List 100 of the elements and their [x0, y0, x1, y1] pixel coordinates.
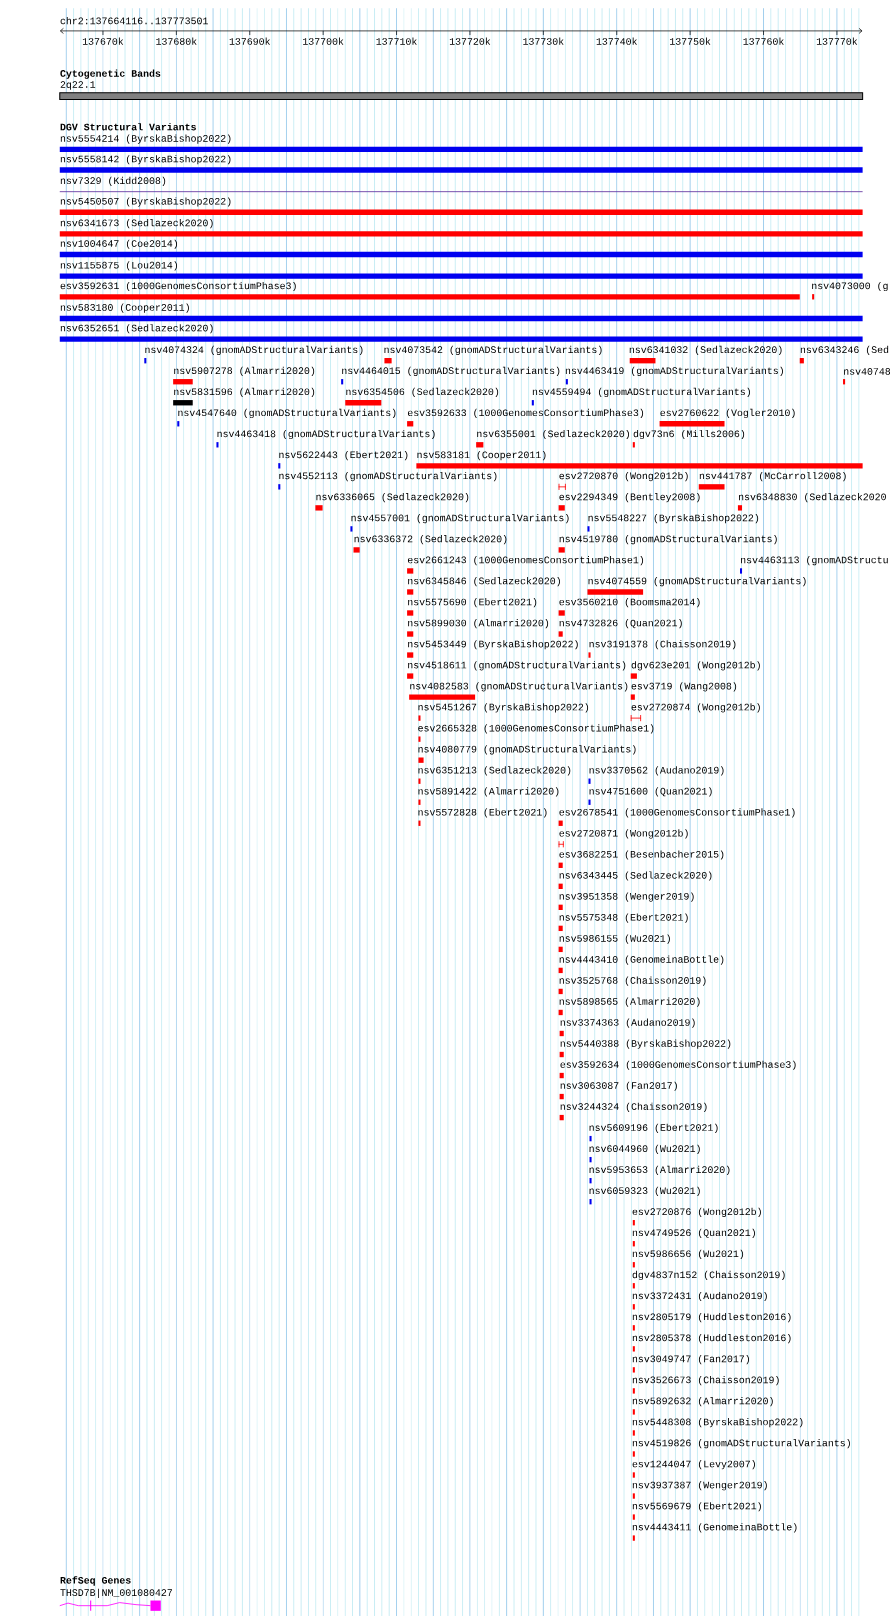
track-title: DGV Structural Variants — [60, 123, 196, 131]
variant-label: nsv5440388 (ByrskaBishop2022) — [560, 1039, 731, 1049]
variant-label: esv2665328 (1000GenomesConsortiumPhase1) — [418, 724, 654, 734]
variant-label: nsv4082583 (gnomADStructuralVariants) — [410, 682, 628, 692]
variant-label: nsv6336065 (Sedlazeck2020) — [316, 492, 469, 503]
variant-label: nsv6343445 (Sedlazeck2020) — [559, 871, 712, 881]
variant-label: nsv3525768 (Chaisson2019) — [559, 976, 706, 986]
variant-label: nsv3372431 (Audano2019) — [632, 1291, 767, 1302]
variant-label: nsv5898565 (Almarri2020) — [559, 997, 700, 1007]
variant-label: nsv4751600 (Quan2021) — [589, 787, 712, 797]
variant-label: nsv3951358 (Wenger2019) — [559, 892, 694, 902]
variant-label: nsv2805179 (Huddleston2016) — [632, 1312, 791, 1323]
track-title: Cytogenetic Bands — [60, 69, 161, 79]
variant-label: nsv5448308 (ByrskaBishop2022) — [632, 1418, 803, 1428]
variant-label: nsv4074324 (gnomADStructuralVariants) — [145, 345, 363, 355]
variant-label: nsv4519780 (gnomADStructuralVariants) — [559, 535, 777, 545]
variant-label: nsv3244324 (Chaisson2019) — [560, 1102, 707, 1112]
variant-label: nsv6348830 (Sedlazeck2020 — [738, 492, 886, 503]
variant-label: nsv583181 (Cooper2011) — [417, 450, 546, 461]
variant-label: esv1244047 (Levy2007) — [632, 1460, 755, 1470]
variant-label: nsv4552113 (gnomADStructuralVariants) — [279, 471, 497, 482]
variant-label: esv2294349 (Bentley2008) — [559, 492, 700, 503]
variant-label: nsv1004647 (Coe2014) — [60, 239, 177, 249]
tick-label: 137750k — [669, 37, 711, 45]
variant-label: nsv5554214 (ByrskaBishop2022) — [60, 134, 231, 144]
variant-label: esv2720876 (Wong2012b) — [632, 1207, 761, 1217]
variant-label: nsv5986155 (Wu2021) — [559, 934, 670, 944]
variant-label: nsv5558142 (ByrskaBishop2022) — [60, 155, 231, 165]
variant-label: nsv3937387 (Wenger2019) — [632, 1481, 767, 1491]
variant-label: nsv4559494 (gnomADStructuralVariants) — [532, 387, 750, 398]
variant-label: nsv3049747 (Fan2017) — [632, 1354, 749, 1365]
position-label: chr2:137664116..137773501 — [60, 16, 208, 25]
variant-label: nsv5548227 (ByrskaBishop2022) — [588, 514, 758, 524]
variant-label: nsv4464015 (gnomADStructuralVariants) — [342, 366, 560, 377]
variant-label: nsv3370562 (Audano2019) — [589, 766, 724, 776]
track-title: RefSeq Genes — [60, 1576, 131, 1586]
variant-label: nsv5450507 (ByrskaBishop2022) — [60, 197, 231, 207]
variant-label: nsv3526673 (Chaisson2019) — [632, 1376, 779, 1386]
variant-label: dgv623e201 (Wong2012b) — [631, 661, 760, 671]
variant-label: nsv441787 (McCarroll2008) — [699, 471, 846, 482]
variant-label: nsv4074559 (gnomADStructuralVariants) — [588, 577, 806, 587]
variant-label: esv3719 (Wang2008) — [631, 682, 736, 692]
variant-label: nsv5907278 (Almarri2020) — [174, 366, 314, 377]
variant-label: nsv4080779 (gnomADStructuralVariants) — [418, 745, 636, 755]
variant-label: nsv6341673 (Sedlazeck2020) — [60, 219, 213, 229]
variant-label: nsv4463419 (gnomADStructuralVariants) — [565, 366, 783, 377]
variant-label: nsv6336372 (Sedlazeck2020) — [354, 535, 507, 545]
variant-label: nsv6341032 (Sedlazeck2020) — [629, 345, 782, 355]
variant-label: esv2760622 (Vogler2010) — [660, 408, 795, 419]
tick-label: 137770k — [816, 37, 857, 45]
tick-label: 137670k — [82, 37, 123, 45]
gene-label: THSD7B|NM_001080427 — [60, 1588, 172, 1598]
variant-label: nsv5575690 (Ebert2021) — [407, 598, 536, 608]
tick-label: 137690k — [229, 37, 270, 45]
tick-label: 137680k — [156, 37, 197, 45]
variant-label: nsv4749526 (Quan2021) — [632, 1228, 755, 1239]
variant-label: esv2720871 (Wong2012b) — [559, 829, 688, 839]
variant-label: esv3592631 (1000GenomesConsortiumPhase3) — [60, 281, 296, 292]
variant-label: nsv5609196 (Ebert2021) — [589, 1123, 718, 1133]
variant-label: nsv5899030 (Almarri2020) — [407, 619, 548, 629]
variant-label: nsv4519826 (gnomADStructuralVariants) — [632, 1439, 850, 1449]
variant-label: nsv5986656 (Wu2021) — [632, 1249, 743, 1260]
variant-label: nsv4073000 (g — [811, 281, 888, 292]
variant-label: nsv4463418 (gnomADStructuralVariants) — [217, 429, 435, 440]
variant-label: nsv6352651 (Sedlazeck2020) — [60, 324, 213, 334]
variant-label: nsv5451267 (ByrskaBishop2022) — [418, 703, 588, 713]
variant-label: nsv4443411 (GenomeinaBottle) — [632, 1523, 797, 1533]
tick-label: 137700k — [302, 37, 344, 45]
tick-label: 137760k — [743, 37, 784, 45]
variant-label: esv3592633 (1000GenomesConsortiumPhase3) — [407, 408, 643, 419]
variant-label: nsv6059323 (Wu2021) — [589, 1186, 700, 1196]
variant-label: dgv4837n152 (Chaisson2019) — [632, 1270, 785, 1281]
variant-label: nsv3374363 (Audano2019) — [560, 1018, 695, 1028]
tick-label: 137710k — [376, 37, 417, 45]
variant-label: nsv6343246 (Sed — [800, 345, 888, 355]
variant-label: nsv3191378 (Chaisson2019) — [589, 640, 736, 650]
variant-label: nsv2805378 (Huddleston2016) — [632, 1333, 791, 1344]
variant-label: nsv5622443 (Ebert2021) — [279, 450, 408, 461]
variant-label: nsv4443410 (GenomeinaBottle) — [559, 955, 724, 965]
tick-label: 137720k — [449, 37, 490, 45]
variant-label: nsv4073542 (gnomADStructuralVariants) — [384, 345, 602, 355]
variant-label: nsv4547640 (gnomADStructuralVariants) — [178, 408, 396, 419]
variant-label: nsv5831596 (Almarri2020) — [174, 387, 314, 398]
variant-label: nsv5453449 (ByrskaBishop2022) — [407, 640, 578, 650]
variant-label: esv2661243 (1000GenomesConsortiumPhase1) — [407, 556, 643, 566]
variant-label: nsv5892632 (Almarri2020) — [632, 1397, 773, 1407]
variant-label: nsv5891422 (Almarri2020) — [418, 787, 559, 797]
variant-label: nsv5953653 (Almarri2020) — [589, 1165, 730, 1175]
variant-label: nsv583180 (Cooper2011) — [60, 303, 189, 313]
variant-label: nsv4557001 (gnomADStructuralVariants) — [351, 514, 569, 524]
variant-label: nsv6355001 (Sedlazeck2020) — [477, 429, 629, 440]
variant-label: nsv6044960 (Wu2021) — [589, 1144, 700, 1154]
variant-label: nsv40748 — [843, 368, 890, 375]
variant-label: esv2720870 (Wong2012b) — [559, 471, 688, 482]
variant-label: esv3592634 (1000GenomesConsortiumPhase3) — [560, 1060, 796, 1070]
variant-label: nsv4732826 (Quan2021) — [559, 619, 682, 629]
variant-label: nsv7329 (Kidd2008) — [60, 176, 165, 186]
variant-label: nsv6354506 (Sedlazeck2020) — [346, 387, 498, 398]
variant-label: esv2678541 (1000GenomesConsortiumPhase1) — [559, 808, 795, 818]
variant-label: nsv5572828 (Ebert2021) — [418, 808, 547, 818]
